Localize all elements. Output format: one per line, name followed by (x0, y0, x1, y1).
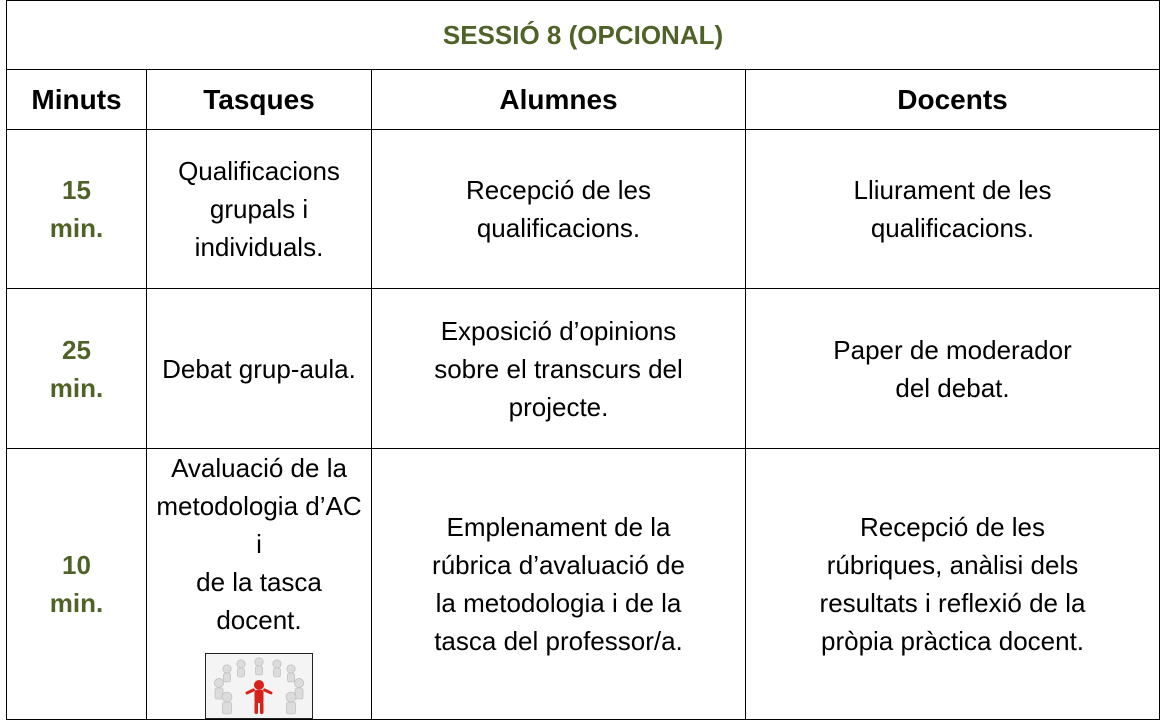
header-tasks: Tasques (146, 69, 372, 130)
teachers-line: resultats i reflexió de la (819, 588, 1086, 618)
task-line: metodologia d’AC i (156, 491, 362, 559)
students-line: la metodologia i de la (435, 588, 682, 618)
table-row: 15 min. Qualificacions grupals i individ… (6, 129, 1161, 289)
students-line: rúbrica d’avaluació de (432, 550, 685, 580)
session-title: SESSIÓ 8 (OPCIONAL) (5, 0, 1161, 70)
task-line: Avaluació de la (171, 453, 347, 483)
header-row: Minuts Tasques Alumnes Docents (6, 69, 1161, 130)
teachers-line: Recepció de les (860, 512, 1045, 542)
session-table: SESSIÓ 8 (OPCIONAL) Minuts Tasques Alumn… (5, 0, 1161, 720)
table-row: 25 min. Debat grup-aula. Exposició d’opi… (6, 288, 1161, 449)
students-cell: Recepció de les qualificacions. (371, 129, 746, 289)
task-line: de la tasca docent. (196, 567, 322, 635)
students-line: projecte. (508, 391, 609, 422)
header-teachers: Docents (744, 69, 1161, 130)
teachers-line: pròpia pràctica docent. (820, 626, 1085, 656)
task-line: Debat grup-aula. (162, 353, 356, 384)
minutes-value: 15 (62, 175, 91, 205)
task-cell: Debat grup-aula. (146, 288, 372, 449)
teachers-cell: Paper de moderador del debat. (744, 288, 1161, 449)
students-line: tasca del professor/a. (434, 626, 683, 656)
minutes-cell: 10 min. (6, 448, 147, 720)
teachers-line: Lliurament de les (853, 175, 1052, 205)
minutes-value: 25 (62, 334, 91, 365)
students-cell: Exposició d’opinions sobre el transcurs … (371, 288, 746, 449)
minutes-cell: 25 min. (6, 288, 147, 449)
task-line: Qualificacions (178, 156, 340, 186)
teachers-line: Paper de moderador (833, 334, 1072, 365)
minutes-unit: min. (49, 372, 104, 403)
teachers-line: del debat. (895, 372, 1010, 403)
minutes-value: 10 (62, 550, 91, 580)
task-cell: Qualificacions grupals i individuals. (146, 129, 372, 289)
title-row: SESSIÓ 8 (OPCIONAL) (5, 0, 1161, 70)
students-line: sobre el transcurs del (434, 353, 683, 384)
teachers-cell: Recepció de les rúbriques, anàlisi dels … (744, 448, 1161, 720)
teachers-line: rúbriques, anàlisi dels (826, 550, 1079, 580)
task-line: grupals i (209, 194, 309, 224)
teachers-cell: Lliurament de les qualificacions. (744, 129, 1161, 289)
minutes-unit: min. (49, 588, 104, 618)
table-row: 10 min. Avaluació de la metodologia d’AC… (6, 448, 1161, 720)
teachers-line: qualificacions. (870, 213, 1035, 243)
header-students: Alumnes (371, 69, 746, 130)
minutes-cell: 15 min. (6, 129, 147, 289)
students-line: Exposició d’opinions (440, 315, 677, 346)
students-line: qualificacions. (476, 213, 641, 243)
students-cell: Emplenament de la rúbrica d’avaluació de… (371, 448, 746, 720)
team-circle-figures-icon (205, 653, 313, 719)
header-minutes: Minuts (6, 69, 147, 130)
minutes-unit: min. (49, 213, 104, 243)
task-cell: Avaluació de la metodologia d’AC i de la… (146, 448, 372, 720)
students-line: Recepció de les (466, 175, 651, 205)
students-line: Emplenament de la (446, 512, 671, 542)
task-line: individuals. (194, 232, 324, 262)
